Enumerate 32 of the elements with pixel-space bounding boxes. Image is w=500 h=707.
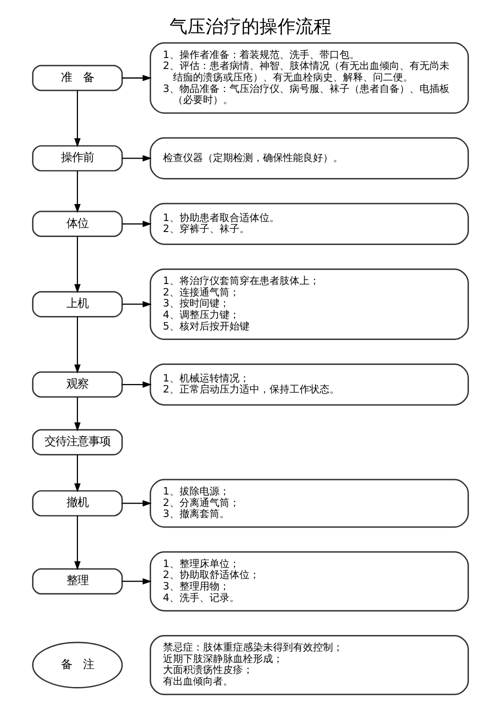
- arrow: [122, 220, 152, 227]
- arrow: [122, 500, 152, 506]
- arrow: [74, 515, 80, 570]
- arrow: [122, 578, 152, 584]
- node-box: 禁忌症：肢体重症感染未得到有效控制； 近期下肢深静脉血栓形成； 大面积溃疡性皮疹； 有出血倾向者。: [149, 634, 468, 695]
- arrow: [122, 300, 152, 307]
- node-ellipse: 备 注: [32, 641, 122, 688]
- node-box: 1、操作者准备：着装规范、洗手、带口包。 2、评估：患者病情、神智、肢体情况（有无出血倾向、有无尚未结痂的溃疡或压疮）、有无血栓病史、解释、问二便。 3、物品准备：气压治疗仪、病号服、袜子（患者自备）、电插板（必要时）。: [149, 42, 468, 114]
- node-box: 交待注意事项: [32, 428, 122, 455]
- arrow: [74, 396, 80, 431]
- arrow: [74, 90, 80, 147]
- arrow: [122, 380, 152, 388]
- node-box: 整理: [32, 568, 122, 594]
- node-box: 1、整理床单位； 2、协助取舒适体位； 3、整理用物； 4、洗手、记录。: [149, 550, 468, 611]
- arrow: [74, 454, 80, 492]
- node-box: 1、协助患者取合适体位。 2、穿裤子、袜子。: [149, 202, 468, 244]
- node-box: 上机: [32, 290, 122, 317]
- node-box: 1、拔除电源； 2、分离通气筒； 3、撤离套筒。: [149, 478, 468, 528]
- node-box: 1、将治疗仪套筒穿在患者肢体上； 2、连接通气筒； 3、按时间键； 4、调整压力键； 5、核对后按开始键: [149, 268, 468, 340]
- diagram-title: 气压治疗的操作流程: [169, 16, 331, 38]
- arrow: [122, 74, 152, 81]
- arrow: [122, 154, 152, 161]
- node-box: 观察: [32, 370, 122, 398]
- node-box: 撤机: [32, 490, 122, 516]
- arrow: [74, 236, 80, 293]
- arrow: [74, 170, 80, 213]
- node-box: 操作前: [32, 144, 122, 171]
- node-box: 体位: [32, 210, 122, 237]
- arrow: [74, 316, 80, 374]
- node-box: 1、机械运转情况； 2、正常启动压力适中，保持工作状态。: [149, 363, 468, 406]
- node-box: 检查仪器（定期检测，确保性能良好）。: [149, 136, 468, 179]
- node-box: 准 备: [32, 64, 122, 91]
